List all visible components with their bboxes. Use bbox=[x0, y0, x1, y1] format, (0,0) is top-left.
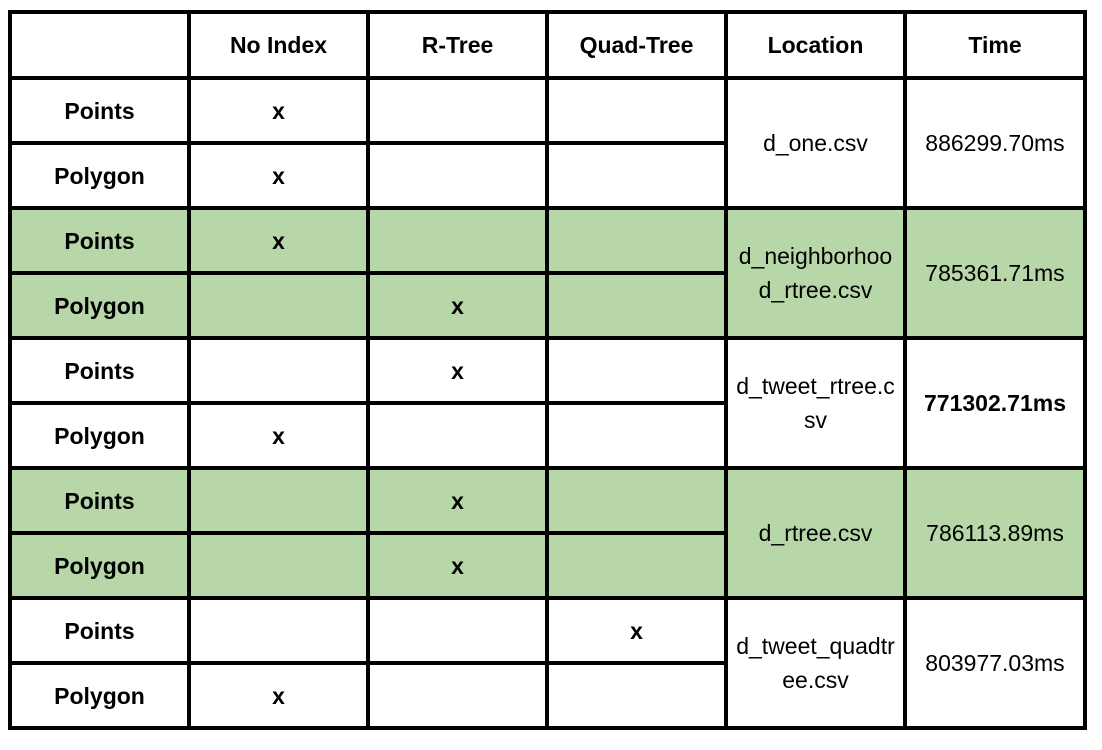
header-time: Time bbox=[903, 10, 1087, 80]
row-label: Polygon bbox=[8, 531, 191, 600]
cell-no-index bbox=[187, 596, 370, 665]
cell-location: d_tweet_quadtree.csv bbox=[724, 596, 907, 730]
cell-no-index bbox=[187, 271, 370, 340]
cell-r-tree bbox=[366, 401, 549, 470]
row-label: Points bbox=[8, 336, 191, 405]
cell-quad-tree bbox=[545, 661, 728, 730]
header-corner bbox=[8, 10, 191, 80]
cell-time: 803977.03ms bbox=[903, 596, 1087, 730]
cell-no-index: x bbox=[187, 76, 370, 145]
cell-time: 785361.71ms bbox=[903, 206, 1087, 340]
cell-r-tree bbox=[366, 206, 549, 275]
table-row: Polygon x bbox=[8, 141, 1085, 210]
cell-no-index bbox=[187, 466, 370, 535]
cell-time: 886299.70ms bbox=[903, 76, 1087, 210]
cell-no-index: x bbox=[187, 141, 370, 210]
cell-no-index bbox=[187, 336, 370, 405]
table-row: Points x d_tweet_quadtree.csv 803977.03m… bbox=[8, 596, 1087, 730]
cell-quad-tree bbox=[545, 401, 728, 470]
header-r-tree: R-Tree bbox=[366, 10, 549, 80]
row-label: Polygon bbox=[8, 661, 191, 730]
table-row: Points x d_tweet_rtree.csv 771302.71ms bbox=[8, 336, 1087, 470]
row-label: Points bbox=[8, 596, 191, 665]
cell-quad-tree: x bbox=[545, 596, 728, 665]
table-row: Points x d_one.csv 886299.70ms bbox=[8, 76, 1087, 210]
header-quad-tree: Quad-Tree bbox=[545, 10, 728, 80]
cell-quad-tree bbox=[545, 76, 728, 145]
cell-r-tree bbox=[366, 141, 549, 210]
cell-no-index: x bbox=[187, 661, 370, 730]
header-no-index: No Index bbox=[187, 10, 370, 80]
table-row: Polygon x bbox=[8, 531, 1085, 600]
cell-location: d_tweet_rtree.csv bbox=[724, 336, 907, 470]
table-row: Polygon x bbox=[8, 401, 1085, 470]
cell-quad-tree bbox=[545, 531, 728, 600]
row-label: Points bbox=[8, 76, 191, 145]
cell-no-index: x bbox=[187, 401, 370, 470]
cell-r-tree: x bbox=[366, 271, 549, 340]
cell-no-index: x bbox=[187, 206, 370, 275]
table-row: Points x d_neighborhood_rtree.csv 785361… bbox=[8, 206, 1087, 340]
cell-location: d_one.csv bbox=[724, 76, 907, 210]
cell-quad-tree bbox=[545, 141, 728, 210]
cell-r-tree bbox=[366, 76, 549, 145]
cell-quad-tree bbox=[545, 206, 728, 275]
table-row: Points x d_rtree.csv 786113.89ms bbox=[8, 466, 1087, 600]
row-label: Polygon bbox=[8, 141, 191, 210]
row-label: Polygon bbox=[8, 401, 191, 470]
cell-r-tree: x bbox=[366, 466, 549, 535]
row-label: Points bbox=[8, 466, 191, 535]
table-row: Polygon x bbox=[8, 661, 1085, 730]
row-label: Polygon bbox=[8, 271, 191, 340]
cell-location: d_rtree.csv bbox=[724, 466, 907, 600]
cell-time-best: 771302.71ms bbox=[903, 336, 1087, 470]
cell-r-tree bbox=[366, 661, 549, 730]
results-table: No Index R-Tree Quad-Tree Location Time … bbox=[8, 10, 1087, 730]
cell-no-index bbox=[187, 531, 370, 600]
cell-quad-tree bbox=[545, 466, 728, 535]
cell-location: d_neighborhood_rtree.csv bbox=[724, 206, 907, 340]
cell-r-tree: x bbox=[366, 531, 549, 600]
cell-quad-tree bbox=[545, 271, 728, 340]
header-row: No Index R-Tree Quad-Tree Location Time bbox=[8, 10, 1087, 80]
cell-r-tree bbox=[366, 596, 549, 665]
table-row: Polygon x bbox=[8, 271, 1085, 340]
results-table-container: No Index R-Tree Quad-Tree Location Time … bbox=[8, 10, 1087, 730]
row-label: Points bbox=[8, 206, 191, 275]
header-location: Location bbox=[724, 10, 907, 80]
cell-time: 786113.89ms bbox=[903, 466, 1087, 600]
cell-quad-tree bbox=[545, 336, 728, 405]
cell-r-tree: x bbox=[366, 336, 549, 405]
